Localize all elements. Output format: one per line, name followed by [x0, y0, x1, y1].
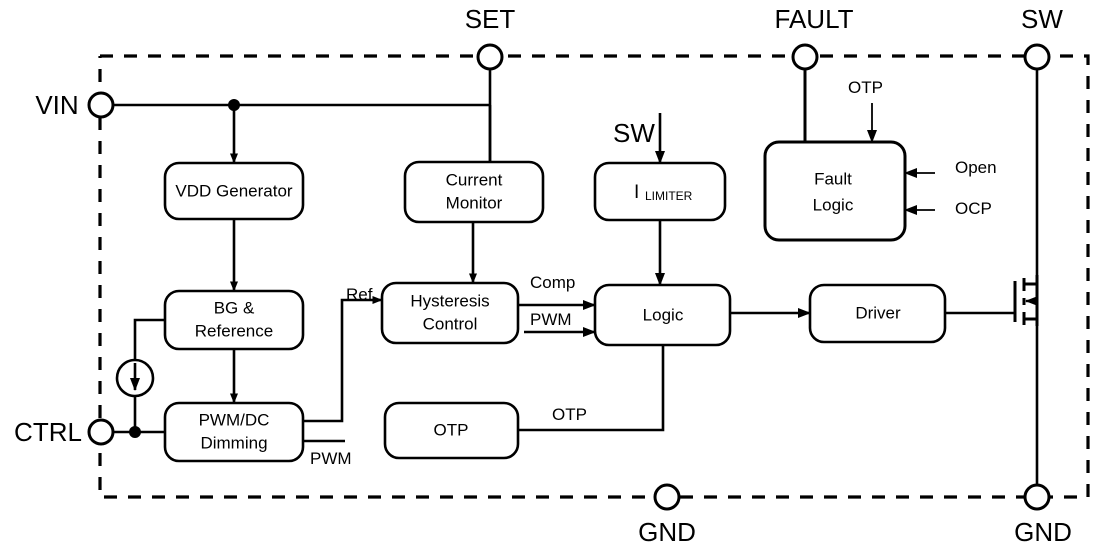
block-i-limiter[interactable]: I LIMITER — [593, 161, 727, 222]
current-source-symbol — [115, 358, 155, 398]
net-otp-to-logic — [518, 345, 665, 432]
block-vdd-generator[interactable]: VDD Generator — [163, 161, 305, 221]
pin-gnd-right-label: GND — [1014, 517, 1072, 547]
signal-label-sw-in: SW — [613, 118, 655, 148]
block-vdd-generator-label: VDD Generator — [175, 181, 292, 200]
net-ref-to-hysteresis — [303, 296, 383, 423]
block-otp[interactable]: OTP — [383, 401, 520, 460]
signal-labels: Ref Comp PWM PWM OTP OTP Open OCP SW — [310, 78, 997, 468]
pin-gnd-center-label: GND — [638, 517, 696, 547]
block-i-limiter-label-main: I — [634, 182, 639, 203]
block-current-monitor-label-line1: Current — [446, 170, 503, 189]
signal-label-otp: OTP — [552, 405, 587, 424]
junction-vin — [228, 99, 240, 111]
pin-ctrl[interactable]: CTRL — [14, 417, 115, 447]
pin-gnd-center[interactable]: GND — [638, 483, 696, 547]
signal-label-open: Open — [955, 158, 997, 177]
pin-vin[interactable]: VIN — [35, 90, 115, 120]
signal-label-ref: Ref — [346, 285, 373, 304]
block-current-monitor[interactable]: Current Monitor — [403, 160, 545, 224]
signal-label-pwm-out: PWM — [310, 449, 352, 468]
pin-sw[interactable]: SW — [1021, 4, 1063, 71]
block-pwm-dc-dimming-label-line1: PWM/DC — [199, 410, 270, 429]
block-hysteresis-control-label-line2: Control — [423, 314, 478, 333]
block-bg-reference[interactable]: BG & Reference — [163, 289, 305, 351]
functional-blocks: VDD Generator BG & Reference PWM/DC Dimm… — [163, 140, 947, 463]
block-bg-reference-label-line2: Reference — [195, 321, 273, 340]
junction-dots — [129, 99, 240, 438]
block-hysteresis-control[interactable]: Hysteresis Control — [380, 281, 520, 345]
pin-set[interactable]: SET — [465, 4, 516, 71]
block-driver-label: Driver — [855, 303, 901, 322]
ic-boundary — [98, 54, 1090, 499]
block-pwm-dc-dimming[interactable]: PWM/DC Dimming — [163, 401, 305, 463]
block-driver[interactable]: Driver — [808, 283, 947, 344]
signal-label-ocp: OCP — [955, 199, 992, 218]
block-current-monitor-label-line2: Monitor — [446, 193, 503, 212]
pin-vin-label: VIN — [35, 90, 78, 120]
wiring-layer — [113, 69, 1039, 497]
block-fault-logic-label-line2: Logic — [813, 195, 854, 214]
pin-ctrl-label: CTRL — [14, 417, 82, 447]
block-logic-label: Logic — [643, 305, 684, 324]
power-nmos-transistor — [1013, 275, 1039, 326]
pin-set-label: SET — [465, 4, 516, 34]
block-pwm-dc-dimming-label-line2: Dimming — [200, 433, 267, 452]
signal-label-pwm-in: PWM — [530, 310, 572, 329]
pin-terminals: VIN SET FAULT SW CTRL GND — [14, 4, 1072, 547]
block-bg-reference-label-line1: BG & — [214, 298, 255, 317]
signal-label-otp-fault: OTP — [848, 78, 883, 97]
pin-sw-label: SW — [1021, 4, 1063, 34]
block-fault-logic[interactable]: Fault Logic — [763, 140, 907, 242]
block-hysteresis-control-label-line1: Hysteresis — [410, 291, 489, 310]
block-fault-logic-label-line1: Fault — [814, 169, 852, 188]
block-logic[interactable]: Logic — [593, 283, 732, 347]
pin-fault-label: FAULT — [775, 4, 854, 34]
block-i-limiter-label-sub: LIMITER — [645, 189, 693, 203]
pin-fault[interactable]: FAULT — [775, 4, 854, 71]
pin-gnd-right[interactable]: GND — [1014, 483, 1072, 547]
signal-label-comp: Comp — [530, 273, 575, 292]
junction-ctrl — [129, 426, 141, 438]
block-otp-label: OTP — [434, 420, 469, 439]
net-bg-to-currentsource — [133, 318, 165, 361]
